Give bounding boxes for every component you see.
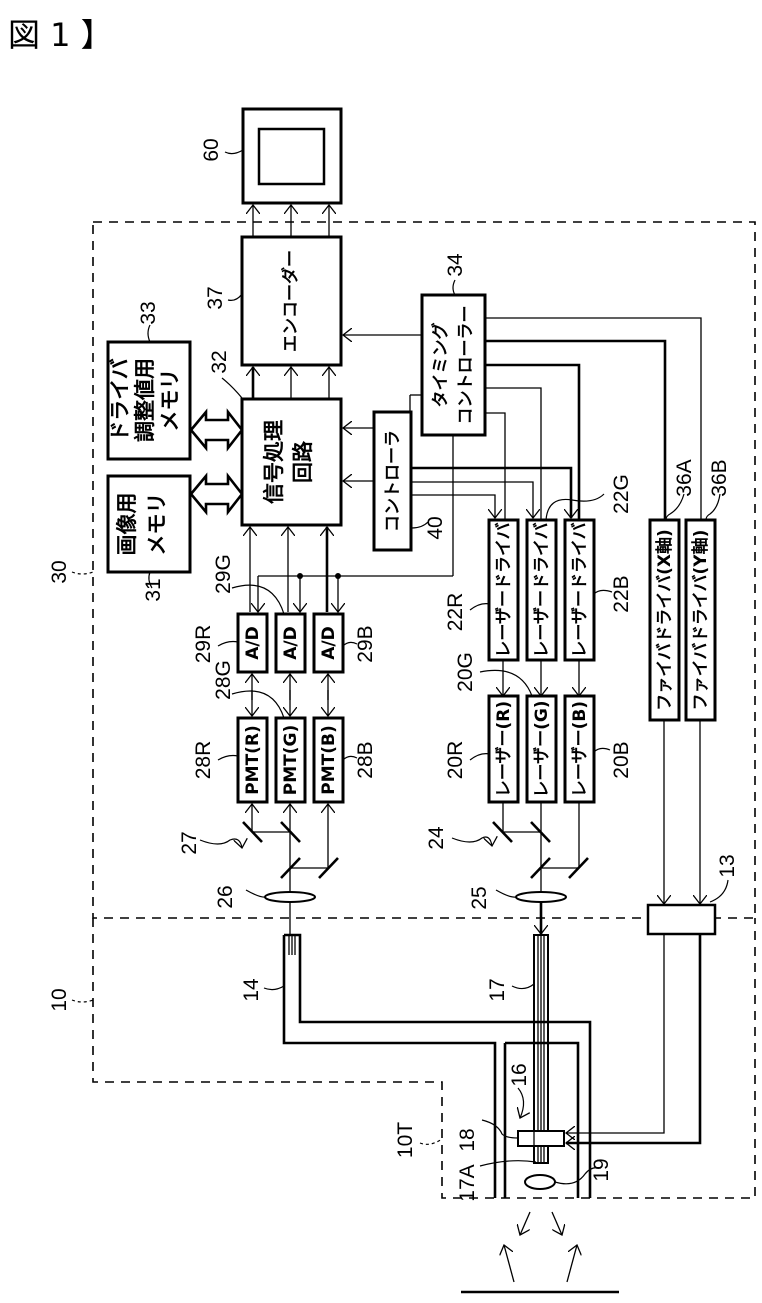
pmt-28G: PMT(G) (276, 718, 305, 802)
ref-20B: 20B (610, 741, 633, 778)
connector-13 (648, 905, 715, 934)
ref-20R: 20R (444, 741, 467, 780)
fiber-driver-36B: ファイバドライバ(Y軸) (686, 520, 715, 720)
ref-22B: 22B (610, 575, 633, 612)
signal-processing-label-1: 信号処理 (262, 420, 286, 504)
lens-25 (516, 892, 566, 902)
ref-33: 33 (137, 301, 160, 324)
laser-20G: レーザー(G) (527, 696, 556, 802)
dichroic-mirrors-27 (243, 804, 338, 900)
ref-18: 18 (456, 1128, 479, 1151)
ref-34: 34 (444, 253, 467, 277)
dichroic-mirrors-24 (493, 802, 588, 900)
encoder-label: エンコーダー (280, 250, 301, 352)
ref-29G: 29G (212, 554, 235, 594)
svg-text:A/D: A/D (243, 626, 263, 659)
svg-text:レーザードライバ: レーザードライバ (570, 522, 590, 657)
laser-driver-22B: レーザードライバ (565, 520, 594, 660)
svg-text:PMT(G): PMT(G) (281, 725, 301, 795)
ad-converter-29B: A/D (314, 614, 343, 672)
ref-20G: 20G (454, 652, 477, 692)
ref-10T: 10T (394, 1122, 417, 1158)
ref-22G: 22G (610, 474, 633, 514)
svg-text:PMT(B): PMT(B) (319, 725, 339, 794)
driver-memory-label-3: メモリ (158, 369, 182, 432)
ref-26: 26 (214, 885, 237, 908)
actuator-18 (518, 1131, 564, 1146)
ref-60: 60 (200, 138, 223, 161)
svg-text:ファイバドライバ(X軸): ファイバドライバ(X軸) (654, 529, 675, 710)
ref-17: 17 (486, 978, 509, 1001)
timing-controller-label-1: タイミング (430, 323, 451, 408)
ref-25: 25 (468, 886, 491, 909)
ref-28R: 28R (192, 741, 215, 780)
illumination-fiber-17 (534, 935, 548, 1163)
ref-17A: 17A (456, 1164, 479, 1201)
monitor-60 (243, 109, 341, 203)
ref-24: 24 (425, 826, 448, 850)
laser-driver-22G: レーザードライバ (527, 520, 556, 660)
ref-13: 13 (716, 854, 739, 877)
fiber-driver-36A: ファイバドライバ(X軸) (650, 520, 679, 720)
driver-memory-label-2: 調整値用 (133, 358, 157, 442)
signal-processing-label-2: 回路 (291, 440, 315, 483)
ref-28G: 28G (212, 660, 235, 700)
ref-31: 31 (142, 578, 165, 601)
lens-26 (265, 892, 315, 902)
ref-32: 32 (208, 350, 231, 373)
svg-text:レーザードライバ: レーザードライバ (494, 522, 514, 657)
svg-text:レーザー(G): レーザー(G) (532, 700, 552, 797)
figure-title: 図 1 】 (8, 16, 113, 54)
ref-16: 16 (508, 1063, 531, 1086)
ref-40: 40 (424, 516, 447, 539)
ref-19: 19 (590, 1158, 613, 1181)
bidirectional-arrow-image-memory (191, 476, 242, 512)
laser-driver-22R: レーザードライバ (489, 520, 518, 660)
ref-36B: 36B (708, 459, 731, 496)
image-memory-label-1: 画像用 (115, 493, 139, 556)
svg-text:PMT(R): PMT(R) (243, 725, 263, 795)
lens-19 (525, 1175, 555, 1189)
ad-converter-29G: A/D (276, 614, 305, 672)
svg-text:レーザー(B): レーザー(B) (570, 701, 590, 797)
pmt-28B: PMT(B) (314, 718, 343, 802)
ref-37: 37 (204, 286, 227, 309)
detection-fiber-14 (284, 935, 490, 1043)
image-memory-label-2: メモリ (145, 493, 169, 556)
svg-text:A/D: A/D (281, 626, 301, 659)
controller-label: コントローラ (383, 430, 403, 532)
ref-29R: 29R (192, 625, 215, 664)
timing-controller-label-2: コントローラー (456, 306, 476, 425)
ref-22R: 22R (444, 593, 467, 632)
ref-28B: 28B (354, 741, 377, 778)
svg-text:ファイバドライバ(Y軸): ファイバドライバ(Y軸) (690, 530, 711, 711)
ad-converter-29R: A/D (238, 614, 267, 672)
driver-memory-label-1: ドライバ (108, 358, 132, 442)
svg-text:レーザー(R): レーザー(R) (494, 701, 514, 797)
ref-27: 27 (178, 831, 201, 854)
svg-text:レーザードライバ: レーザードライバ (532, 522, 552, 657)
boundary-10 (93, 918, 755, 1198)
ref-36A: 36A (673, 459, 696, 496)
pmt-28R: PMT(R) (238, 718, 267, 802)
ref-10: 10 (48, 988, 71, 1011)
ref-29B: 29B (354, 625, 377, 662)
laser-20B: レーザー(B) (565, 696, 594, 802)
ref-30: 30 (48, 560, 71, 583)
laser-20R: レーザー(R) (489, 696, 518, 802)
bidirectional-arrow-driver-memory (191, 412, 242, 448)
svg-text:A/D: A/D (319, 626, 339, 659)
ref-14: 14 (240, 978, 263, 1002)
